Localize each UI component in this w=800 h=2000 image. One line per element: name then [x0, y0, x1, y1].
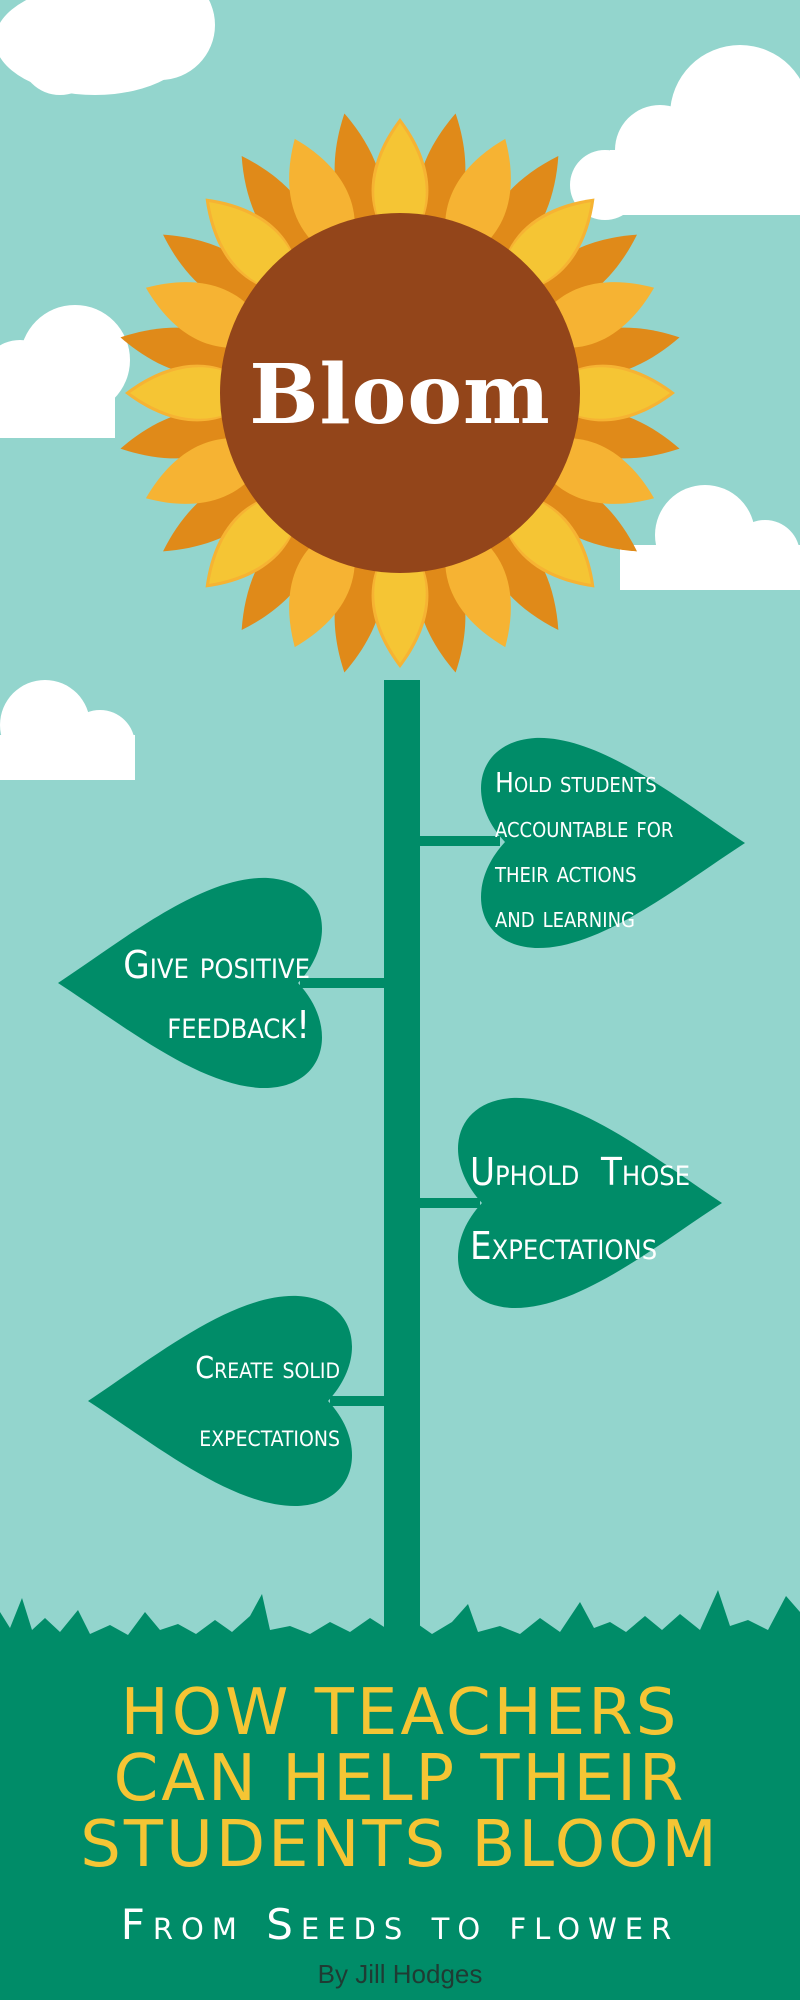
title-line: HOW TEACHERS	[120, 1676, 680, 1750]
leaf-hold	[481, 737, 745, 949]
leaf-feedback-line: feedback!	[167, 1003, 310, 1047]
leaf-uphold-line: Uphold Those	[470, 1150, 691, 1194]
leaf-hold-line: and learning	[495, 901, 635, 934]
branch-expect	[330, 1396, 384, 1406]
infographic-title: HOW TEACHERS CAN HELP THEIR STUDENTS BLO…	[40, 1680, 760, 1878]
leaf-feedback-line: Give positive	[123, 943, 310, 987]
cloud-mid-left	[0, 305, 130, 438]
leaf-hold-line: accountable for	[495, 811, 674, 844]
leaf-feedback-text: Give positive feedback!	[70, 935, 310, 1055]
branch-hold	[420, 836, 500, 846]
leaf-hold-line: their actions	[495, 856, 637, 889]
leaf-expect	[88, 1295, 352, 1507]
flower-center-title: Bloom	[249, 347, 551, 443]
leaf-uphold-line: Expectations	[470, 1224, 658, 1268]
title-line: CAN HELP THEIR	[113, 1742, 687, 1816]
cloud-top-left	[0, 0, 215, 95]
leaf-expect-line: Create solid	[195, 1351, 340, 1386]
cloud-top-right	[570, 45, 800, 220]
branch-feedback	[300, 978, 384, 988]
title-line: STUDENTS BLOOM	[80, 1808, 720, 1882]
flower-stem	[384, 680, 420, 1640]
cloud-mid-right	[620, 485, 800, 590]
leaf-uphold	[458, 1097, 722, 1309]
cloud-lower-left	[0, 680, 135, 780]
branch-uphold	[420, 1198, 480, 1208]
leaf-expect-text: Create solid expectations	[150, 1335, 340, 1471]
leaf-expect-line: expectations	[199, 1419, 340, 1454]
leaf-hold-line: Hold students	[495, 766, 657, 799]
leaf-feedback	[58, 877, 322, 1089]
grass-ground	[0, 1590, 800, 2000]
leaf-hold-text: Hold students accountable for their acti…	[495, 760, 715, 940]
sunflower-petals	[120, 113, 680, 673]
sunflower-center-disc	[220, 213, 580, 573]
infographic-subtitle: From Seeds to flower	[120, 1900, 680, 1949]
leaf-uphold-text: Uphold Those Expectations	[470, 1135, 710, 1283]
author-byline: By Jill Hodges	[317, 1959, 483, 1989]
